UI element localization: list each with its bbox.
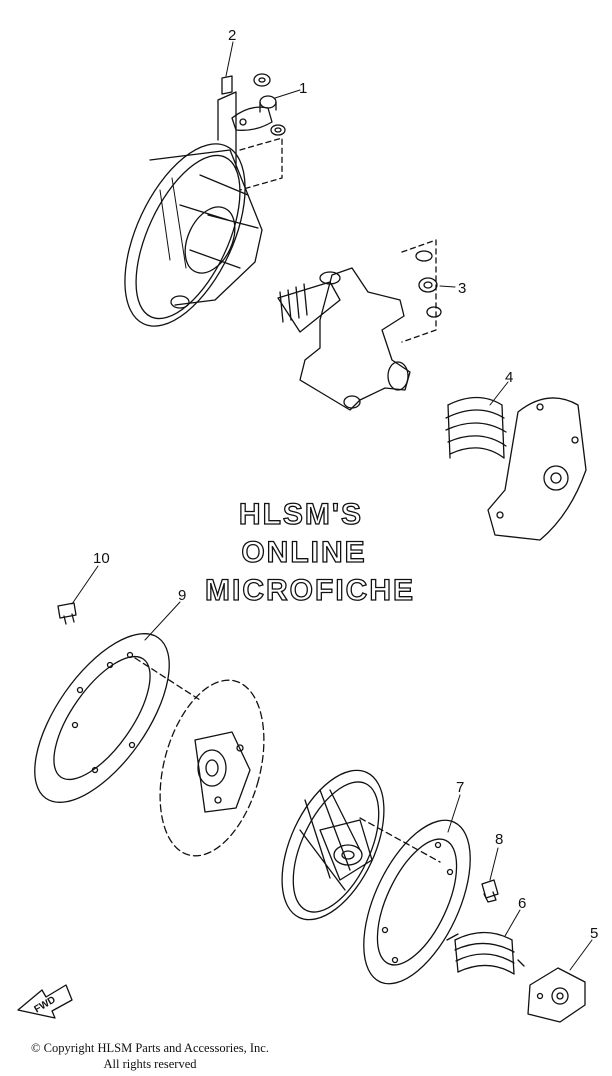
part-8-bolt	[481, 879, 499, 903]
callout-3: 3	[458, 280, 466, 297]
part-1-weight-assembly	[217, 73, 286, 191]
primary-fixed-sheave	[124, 143, 263, 327]
callout-8: 8	[495, 831, 503, 848]
part-5-spring-seat	[527, 967, 586, 1023]
secondary-movable-sheave	[281, 769, 441, 921]
part-9-plate	[34, 633, 201, 803]
fwd-label: FWD	[32, 995, 57, 1016]
part-10-bolt	[57, 602, 77, 625]
part-7-shim	[363, 819, 471, 985]
copyright-notice: © Copyright HLSM Parts and Accessories, …	[0, 1040, 300, 1072]
callout-10: 10	[93, 550, 110, 567]
watermark-line-2: ONLINE	[241, 535, 367, 569]
callout-7: 7	[456, 779, 464, 796]
copyright-line-1: © Copyright HLSM Parts and Accessories, …	[31, 1041, 269, 1055]
leader-lines	[71, 41, 593, 971]
callout-2: 2	[228, 27, 236, 44]
callout-9: 9	[178, 587, 186, 604]
part-3-spider-assembly	[277, 239, 442, 411]
part-4-spring-and-cover	[445, 396, 587, 541]
callout-4: 4	[505, 369, 513, 386]
watermark-line-3: MICROFICHE	[204, 573, 415, 607]
copyright-line-2: All rights reserved	[103, 1057, 197, 1071]
watermark-line-1: HLSM'S	[238, 497, 364, 531]
callout-numbers: 1 2 3 4 5 6 7 8 9 10	[93, 27, 598, 942]
secondary-fixed-sheave	[159, 679, 265, 857]
part-6-spring	[446, 931, 525, 975]
callout-6: 6	[518, 895, 526, 912]
callout-1: 1	[299, 80, 307, 97]
callout-5: 5	[590, 925, 598, 942]
fwd-arrow-icon: FWD	[17, 984, 73, 1019]
